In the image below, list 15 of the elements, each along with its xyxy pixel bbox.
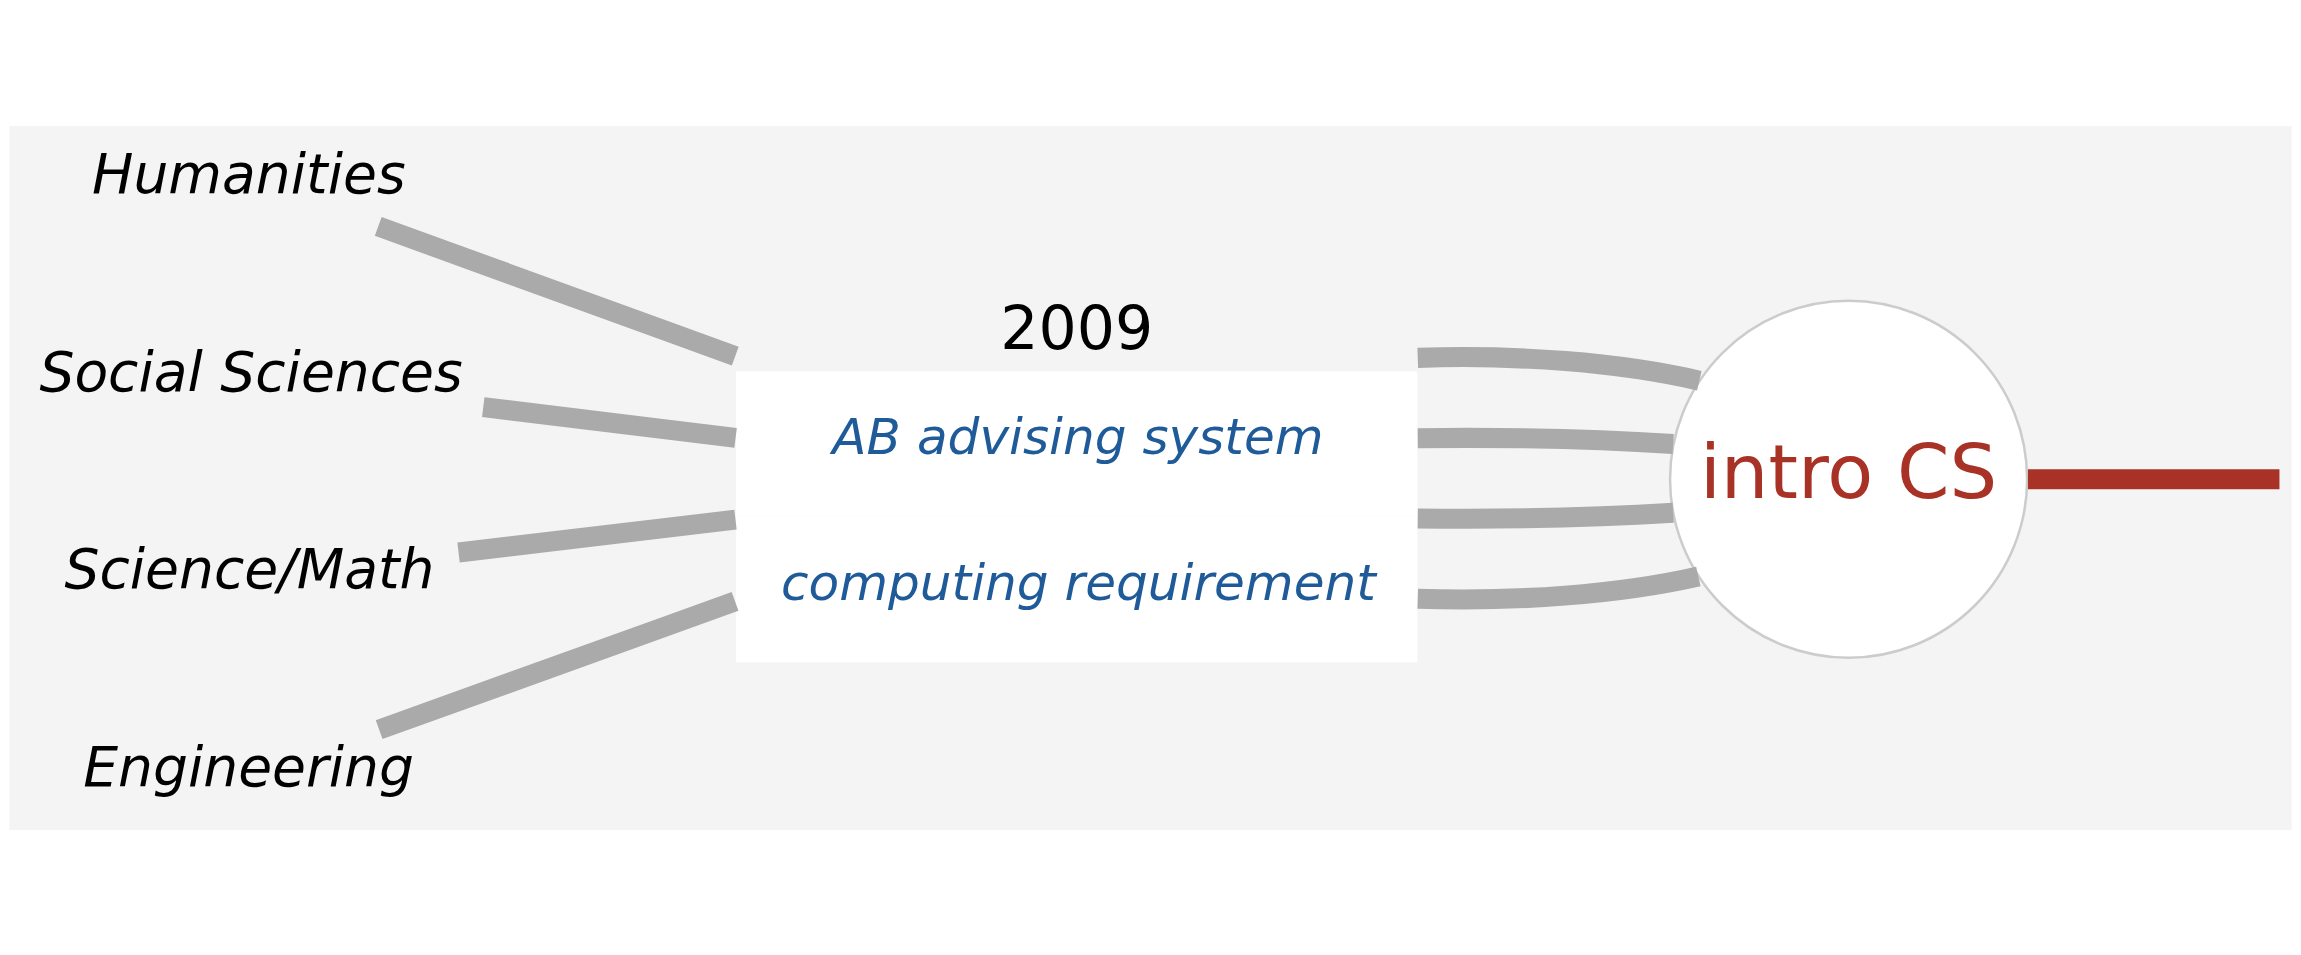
connector	[1417, 566, 1701, 609]
connector	[1417, 502, 1674, 529]
node-circle: intro CS	[1668, 298, 2029, 659]
connector	[375, 591, 739, 739]
node-text: Science/Math	[64, 536, 435, 601]
node-label: 2009	[1000, 292, 1154, 363]
connector	[482, 396, 737, 448]
connector	[457, 509, 737, 562]
connector	[1417, 427, 1674, 454]
node-text: Engineering	[83, 734, 414, 799]
connector	[374, 216, 739, 366]
node-text: Social Sciences	[39, 339, 463, 404]
connector	[2027, 468, 2280, 489]
node-text: Humanities	[92, 141, 406, 206]
connector	[1417, 346, 1702, 391]
